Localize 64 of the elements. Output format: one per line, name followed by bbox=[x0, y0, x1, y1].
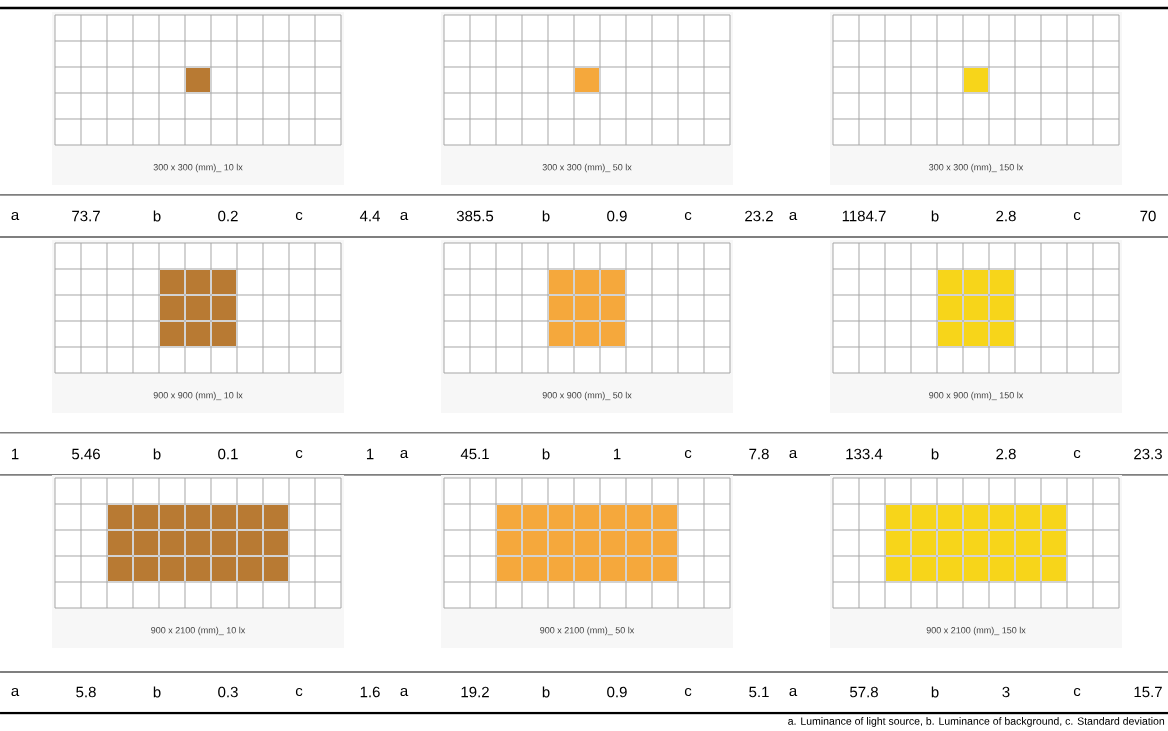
table-cell: b bbox=[542, 686, 550, 698]
table-cell: b bbox=[542, 210, 550, 222]
table-cell: a bbox=[789, 211, 798, 221]
table-cell: c bbox=[295, 687, 303, 697]
table-cell: 73.7 bbox=[72, 210, 100, 222]
table-cell: 23.2 bbox=[745, 210, 773, 222]
table-cell: b bbox=[153, 210, 161, 222]
image-caption: 900 x 900 (mm)_ 150 lx bbox=[929, 391, 1024, 401]
image-caption: 300 x 300 (mm)_ 150 lx bbox=[929, 163, 1024, 173]
table-cell: 2.8 bbox=[996, 448, 1016, 460]
image-caption: 900 x 2100 (mm)_ 10 lx bbox=[151, 626, 246, 636]
footnote: a. Luminance of light source, b. Luminance of background, c. Standard deviation bbox=[788, 717, 1165, 727]
table-cell: 0.1 bbox=[218, 448, 238, 460]
table-cell: c bbox=[684, 211, 692, 221]
table-cell: 1.6 bbox=[360, 686, 380, 698]
image-caption: 900 x 900 (mm)_ 50 lx bbox=[542, 391, 632, 401]
image-caption: 900 x 2100 (mm)_ 150 lx bbox=[926, 626, 1026, 636]
table-cell: b bbox=[153, 448, 161, 460]
table-cell: b bbox=[931, 448, 939, 460]
table-cell: 5.46 bbox=[72, 448, 100, 460]
table-cell: 2.8 bbox=[996, 210, 1016, 222]
table-cell: a bbox=[400, 211, 409, 221]
image-caption: 900 x 2100 (mm)_ 50 lx bbox=[540, 626, 635, 636]
table-cell: 70 bbox=[1140, 210, 1156, 222]
table-cell: 133.4 bbox=[846, 448, 883, 460]
table-cell: 5.1 bbox=[749, 686, 769, 698]
table-cell: 0.9 bbox=[607, 210, 627, 222]
table-cell: a bbox=[400, 449, 409, 459]
table-cell: 385.5 bbox=[456, 210, 494, 222]
table-cell: 3 bbox=[1002, 686, 1010, 698]
table-cell: 0.3 bbox=[218, 686, 238, 698]
image-caption: 300 x 300 (mm)_ 10 lx bbox=[153, 163, 243, 173]
table-cell: 23.3 bbox=[1134, 448, 1162, 460]
table-cell: 4.4 bbox=[359, 210, 380, 222]
table-cell: 19.2 bbox=[461, 686, 489, 698]
image-caption: 300 x 300 (mm)_ 50 lx bbox=[542, 163, 632, 173]
table-cell: 7.8 bbox=[749, 448, 769, 460]
table-cell: b bbox=[542, 448, 550, 460]
image-caption: 900 x 900 (mm)_ 10 lx bbox=[153, 391, 243, 401]
table-cell: c bbox=[295, 211, 303, 221]
table-cell: 1 bbox=[614, 448, 621, 460]
table-cell: 1 bbox=[367, 448, 374, 460]
table-cell: 0.9 bbox=[607, 686, 627, 698]
table-cell: b bbox=[153, 686, 161, 698]
table-cell: a bbox=[11, 687, 20, 697]
table-cell: b bbox=[931, 686, 939, 698]
table-cell: c bbox=[684, 687, 692, 697]
table-cell: 0.2 bbox=[218, 210, 238, 222]
table-cell: 5.8 bbox=[76, 686, 96, 698]
table-cell: 57.8 bbox=[850, 686, 878, 698]
table-cell: c bbox=[684, 449, 692, 459]
table-cell: 45.1 bbox=[460, 448, 489, 460]
table-cell: a bbox=[11, 211, 20, 221]
table-cell: c bbox=[295, 449, 303, 459]
table-cell: c bbox=[1073, 687, 1081, 697]
table-cell: 1 bbox=[12, 448, 19, 460]
table-cell: a bbox=[789, 449, 798, 459]
table-cell: a bbox=[400, 687, 409, 697]
table-cell: c bbox=[1073, 449, 1081, 459]
table-cell: 15.7 bbox=[1134, 686, 1162, 698]
table-cell: b bbox=[931, 210, 939, 222]
table-cell: a bbox=[789, 687, 798, 697]
table-cell: 1184.7 bbox=[842, 210, 886, 222]
table-cell: c bbox=[1073, 211, 1081, 221]
